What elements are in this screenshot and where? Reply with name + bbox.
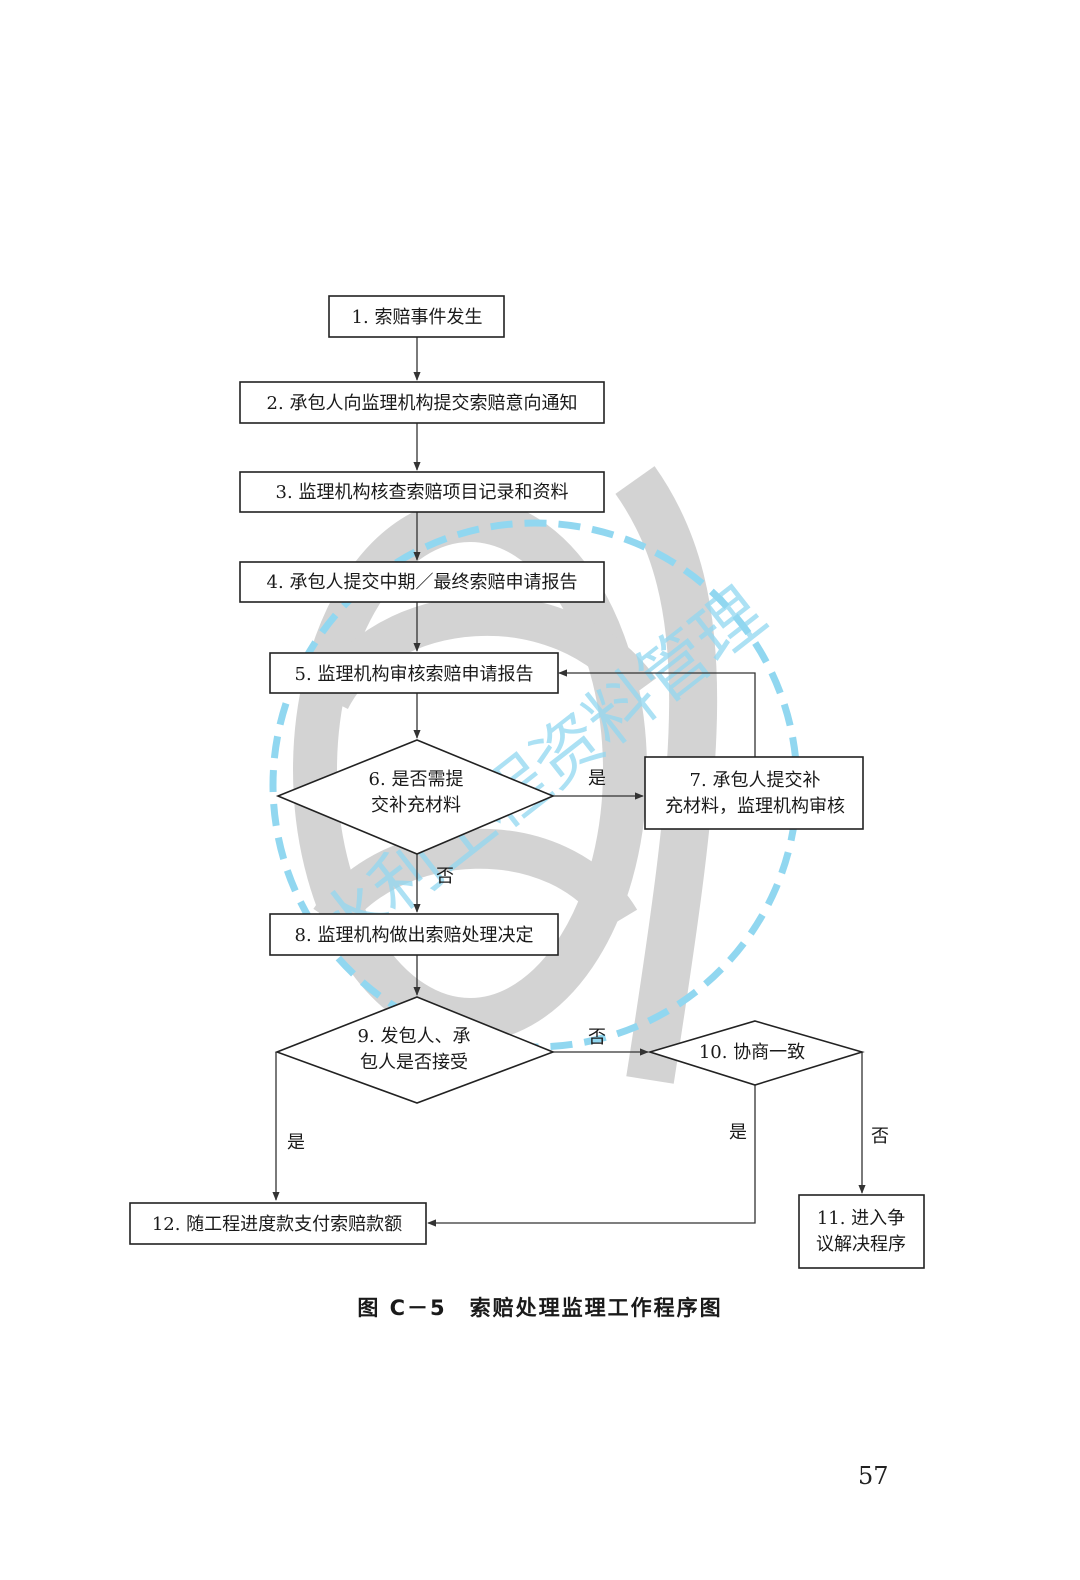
edge-labels: 是 否 否 是 是 否: [287, 768, 889, 1153]
node-1: 1. 索赔事件发生: [328, 295, 505, 338]
edge-10-12: [427, 1085, 756, 1227]
figure-caption: 图 C－5 索赔处理监理工作程序图: [357, 1296, 723, 1320]
node-4: 4. 承包人提交中期／最终索赔申请报告: [239, 561, 605, 603]
node-8: 8. 监理机构做出索赔处理决定: [269, 913, 559, 956]
n8-label-line-1: 8. 监理机构做出索赔处理决定: [295, 925, 534, 946]
edge-7-5: [558, 669, 756, 757]
n7-label-line-2: 充材料，监理机构审核: [665, 796, 845, 817]
node-2: 2. 承包人向监理机构提交索赔意向通知: [239, 381, 605, 424]
n6-label-line-1: 6. 是否需提: [369, 769, 464, 790]
n11-label-line-1: 11. 进入争: [817, 1208, 905, 1229]
watermark-band-bottom: [313, 828, 638, 932]
edge-label-9-12: 是: [287, 1132, 305, 1153]
node-10-decision: 10. 协商一致: [647, 1020, 865, 1086]
edge-label-9-10: 否: [588, 1027, 606, 1048]
n11-label-line-2: 议解决程序: [816, 1234, 906, 1255]
n5-label-line-1: 5. 监理机构审核索赔申请报告: [295, 664, 534, 685]
n4-label-line-1: 4. 承包人提交中期／最终索赔申请报告: [267, 572, 578, 593]
watermark-slash: [615, 466, 718, 1084]
n10-label-line-1: 10. 协商一致: [699, 1042, 805, 1063]
n2-label-line-1: 2. 承包人向监理机构提交索赔意向通知: [267, 393, 578, 414]
n3-label-line-1: 3. 监理机构核查索赔项目记录和资料: [276, 482, 569, 503]
node-12: 12. 随工程进度款支付索赔款额: [129, 1202, 427, 1245]
edges: [272, 337, 866, 1227]
edge-label-6-7: 是: [588, 768, 606, 789]
n6-label-line-2: 交补充材料: [371, 795, 461, 816]
edge-label-10-12: 是: [729, 1122, 747, 1143]
n12-label-line-1: 12. 随工程进度款支付索赔款额: [152, 1214, 402, 1235]
n7-label-line-1: 7. 承包人提交补: [690, 770, 821, 791]
n9-label-line-1: 9. 发包人、承: [358, 1026, 471, 1047]
node-3: 3. 监理机构核查索赔项目记录和资料: [239, 471, 605, 513]
edge-label-6-8: 否: [436, 866, 454, 887]
n1-label-line-1: 1. 索赔事件发生: [352, 307, 483, 328]
node-5: 5. 监理机构审核索赔申请报告: [269, 652, 559, 694]
page-number: 57: [858, 1462, 889, 1490]
edge-label-10-11: 否: [871, 1126, 889, 1147]
n9-label-line-2: 包人是否接受: [360, 1052, 468, 1073]
